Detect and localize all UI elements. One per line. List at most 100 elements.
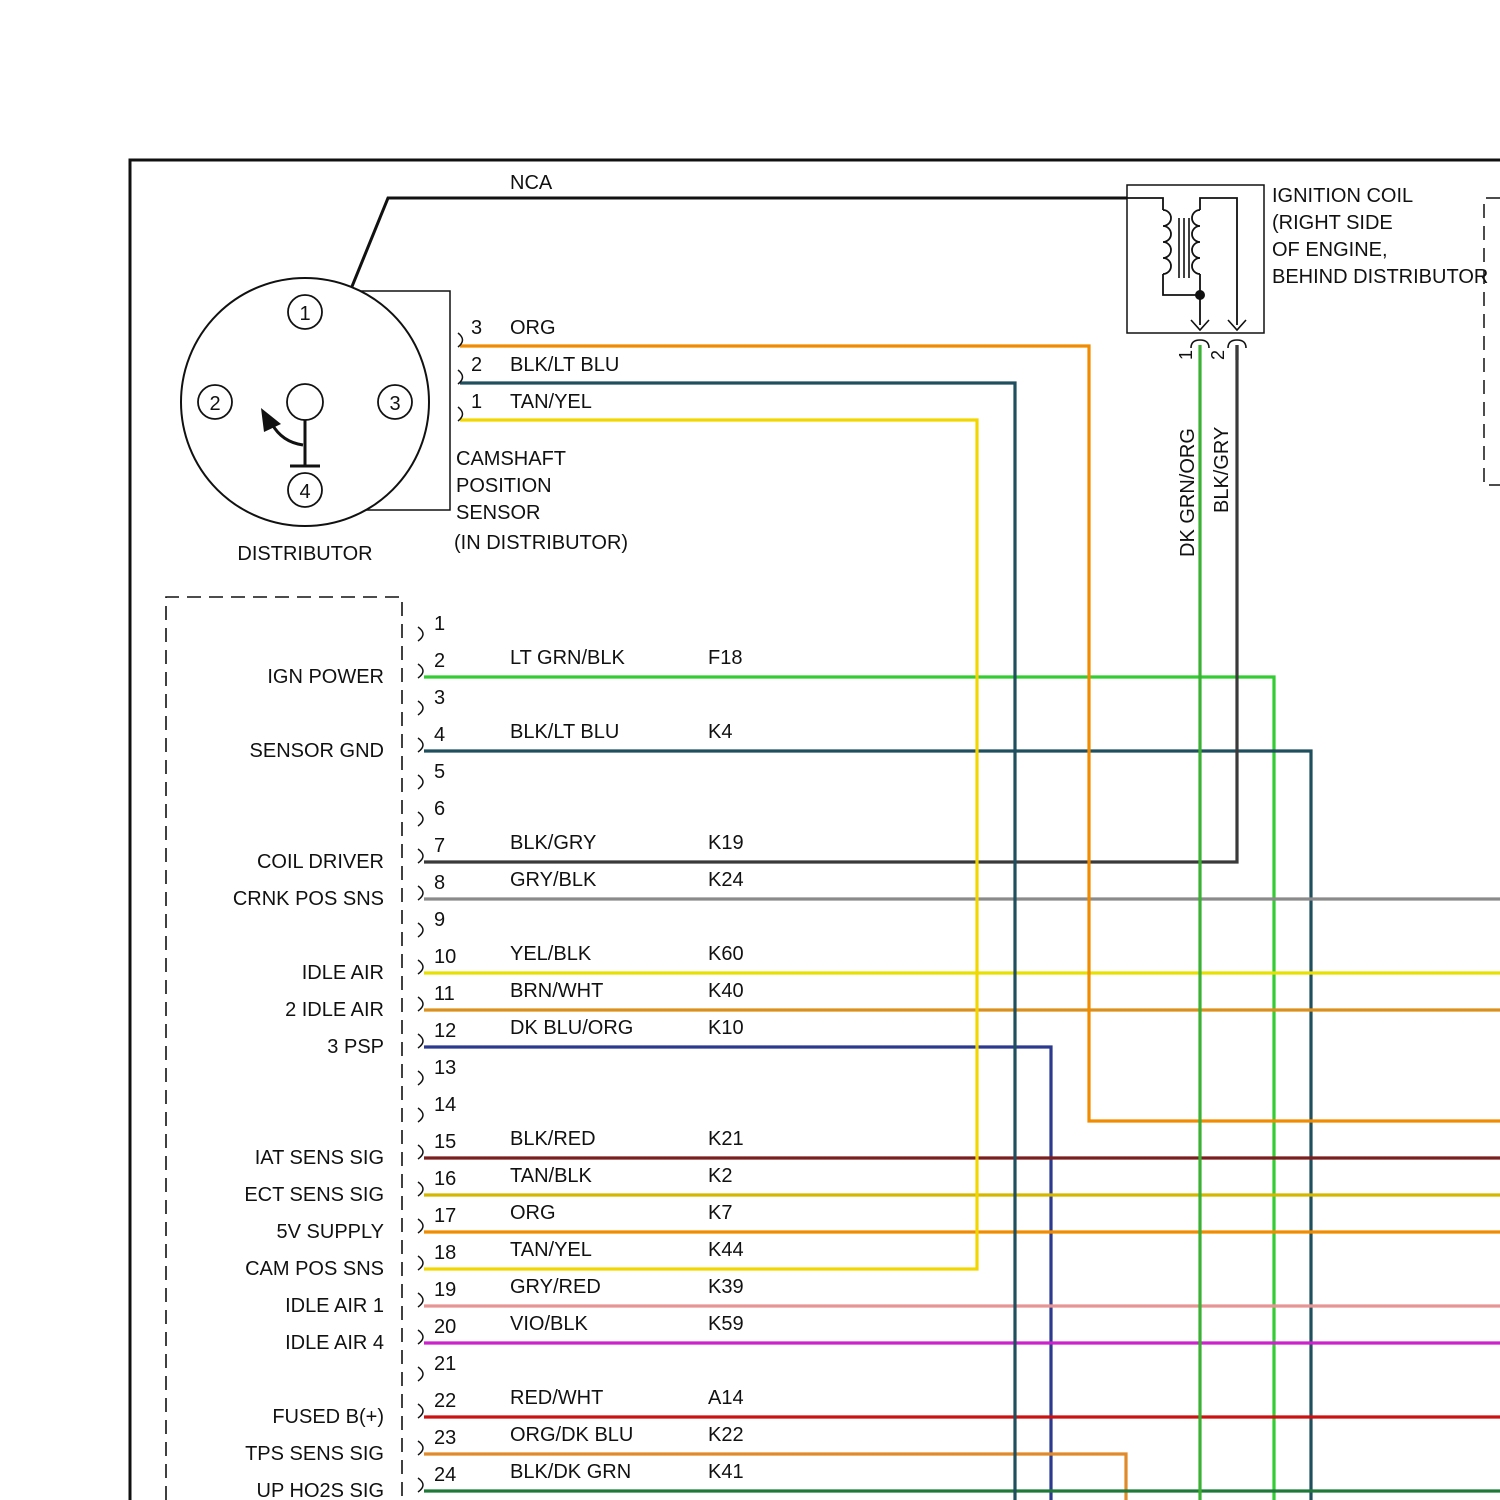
pcm-wire-color-label: YEL/BLK xyxy=(510,943,592,965)
cam-sensor-label-line-2: POSITION xyxy=(456,475,552,497)
pcm-wire-color-label: VIO/BLK xyxy=(510,1313,588,1335)
pcm-pin-number: 12 xyxy=(434,1020,456,1042)
nca-label: NCA xyxy=(510,172,553,194)
wire-F18 xyxy=(424,677,1274,1500)
pcm-wire-color-label: BLK/LT BLU xyxy=(510,721,619,743)
pcm-circuit-code: K59 xyxy=(708,1313,744,1335)
pcm-circuit-code: K22 xyxy=(708,1424,744,1446)
pcm-circuit-code: K4 xyxy=(708,721,732,743)
pcm-pin-number: 3 xyxy=(434,687,445,709)
pcm-circuit-code: K10 xyxy=(708,1017,744,1039)
pcm-row-4: 4SENSOR GNDBLK/LT BLUK4 xyxy=(250,721,733,762)
pcm-circuit-code: K60 xyxy=(708,943,744,965)
pcm-row-9: 9 xyxy=(418,909,445,937)
coil-label-line-2: (RIGHT SIDE xyxy=(1272,212,1393,234)
coil-pin-2-number: 2 xyxy=(1208,350,1228,360)
pcm-circuit-code: K19 xyxy=(708,832,744,854)
pcm-pin-terminal xyxy=(418,1367,423,1381)
pcm-row-7: 7COIL DRIVERBLK/GRYK19 xyxy=(257,832,744,873)
pcm-pin-number: 6 xyxy=(434,798,445,820)
distributor-label: DISTRIBUTOR xyxy=(237,543,372,565)
pcm-pin-function: IDLE AIR 4 xyxy=(285,1332,384,1354)
pcm-pin-terminal xyxy=(418,1293,423,1307)
pcm-pin-terminal xyxy=(418,1034,423,1048)
ignition-coil: 1 2 DK GRN/ORG BLK/GRY IGNITION COIL (RI… xyxy=(1127,185,1488,557)
pcm-pin-terminal xyxy=(418,923,423,937)
pcm-pin-number: 11 xyxy=(434,983,455,1005)
pcm-wire-color-label: BRN/WHT xyxy=(510,980,603,1002)
terminal-4-label: 4 xyxy=(299,481,310,503)
pcm-pin-function: COIL DRIVER xyxy=(257,851,384,873)
pcm-pin-terminal xyxy=(418,701,423,715)
pcm-circuit-code: K41 xyxy=(708,1461,744,1483)
pcm-pin-terminal xyxy=(418,1071,423,1085)
terminal-1-label: 1 xyxy=(299,303,310,325)
cam-sensor-pin-1: 1TAN/YEL xyxy=(458,391,592,421)
pcm-pin-number: 16 xyxy=(434,1168,456,1190)
pcm-row-24: 24UP HO2S SIGBLK/DK GRNK41 xyxy=(257,1461,744,1500)
distributor: 1 2 3 4 DISTRIBUTOR xyxy=(181,278,450,565)
pcm-pin-number: 7 xyxy=(434,835,445,857)
pcm-pin-terminal xyxy=(418,1441,423,1455)
pcm-circuit-code: F18 xyxy=(708,647,742,669)
pcm-pin-terminal xyxy=(418,1219,423,1233)
pcm-pin-number: 15 xyxy=(434,1131,456,1153)
pcm-row-14: 14 xyxy=(418,1094,456,1122)
wire-K19 xyxy=(424,345,1237,862)
pcm-row-19: 19IDLE AIR 1GRY/REDK39 xyxy=(285,1276,744,1317)
pcm-row-3: 3 xyxy=(418,687,445,715)
coil-pin-2-wire-label: BLK/GRY xyxy=(1211,427,1233,513)
pcm-row-2: 2IGN POWERLT GRN/BLKF18 xyxy=(267,647,742,688)
pcm-pin-function: CAM POS SNS xyxy=(245,1258,384,1280)
pcm-circuit-code: K39 xyxy=(708,1276,744,1298)
pcm-pin-terminal xyxy=(418,812,423,826)
pcm-row-12: 123 PSPDK BLU/ORGK10 xyxy=(327,1017,743,1058)
pcm-pin-number: 19 xyxy=(434,1279,456,1301)
pcm-pin-terminal xyxy=(418,775,423,789)
pcm-pin-function: IGN POWER xyxy=(267,666,384,688)
terminal-3-label: 3 xyxy=(389,393,400,415)
pcm-pin-function: IAT SENS SIG xyxy=(255,1147,384,1169)
pcm-wire-color-label: GRY/RED xyxy=(510,1276,601,1298)
pcm-pin-function: TPS SENS SIG xyxy=(245,1443,384,1465)
pcm-circuit-code: A14 xyxy=(708,1387,744,1409)
pcm-pin-terminal xyxy=(418,1108,423,1122)
pcm-pin-number: 10 xyxy=(434,946,456,968)
pcm-row-8: 8CRNK POS SNSGRY/BLKK24 xyxy=(233,869,744,910)
pcm-pin-number: 24 xyxy=(434,1464,456,1486)
pcm-pin-function: IDLE AIR xyxy=(302,962,384,984)
coil-junction-dot xyxy=(1195,290,1205,300)
cam-sensor-label: CAMSHAFT POSITION SENSOR (IN DISTRIBUTOR… xyxy=(454,448,628,554)
pcm-wire-color-label: RED/WHT xyxy=(510,1387,603,1409)
pcm-pin-terminal xyxy=(418,849,423,863)
pcm-pin-terminal xyxy=(418,1256,423,1270)
pcm-pin-number: 5 xyxy=(434,761,445,783)
cam-pin-number: 2 xyxy=(471,354,482,376)
pcm-pin-function: SENSOR GND xyxy=(250,740,384,762)
pcm-pin-terminal xyxy=(418,997,423,1011)
pcm-circuit-code: K40 xyxy=(708,980,744,1002)
cam-pin-number: 1 xyxy=(471,391,482,413)
pcm-circuit-code: K2 xyxy=(708,1165,732,1187)
pcm-pin-terminal xyxy=(418,886,423,900)
pcm-pin-number: 17 xyxy=(434,1205,456,1227)
pcm-row-11: 11 2 IDLE AIR BRN/WHT K40 xyxy=(285,980,744,1021)
coil-pin-1-wire-label: DK GRN/ORG xyxy=(1177,428,1199,557)
pcm-pin-number: 14 xyxy=(434,1094,456,1116)
cam-pin-wire-label: BLK/LT BLU xyxy=(510,354,619,376)
pcm-pin-number: 21 xyxy=(434,1353,456,1375)
coil-label-line-3: OF ENGINE, xyxy=(1272,239,1388,261)
pcm-wire-color-label: BLK/DK GRN xyxy=(510,1461,631,1483)
pcm-pin-number: 18 xyxy=(434,1242,456,1264)
pcm-pin-number: 20 xyxy=(434,1316,456,1338)
pcm-pin-terminal xyxy=(418,738,423,752)
pcm-pin-function: 3 PSP xyxy=(327,1036,384,1058)
pcm-pin-function: 2 IDLE AIR xyxy=(285,999,384,1021)
pcm-pin-terminal xyxy=(418,960,423,974)
pcm-row-5: 5 xyxy=(418,761,445,789)
